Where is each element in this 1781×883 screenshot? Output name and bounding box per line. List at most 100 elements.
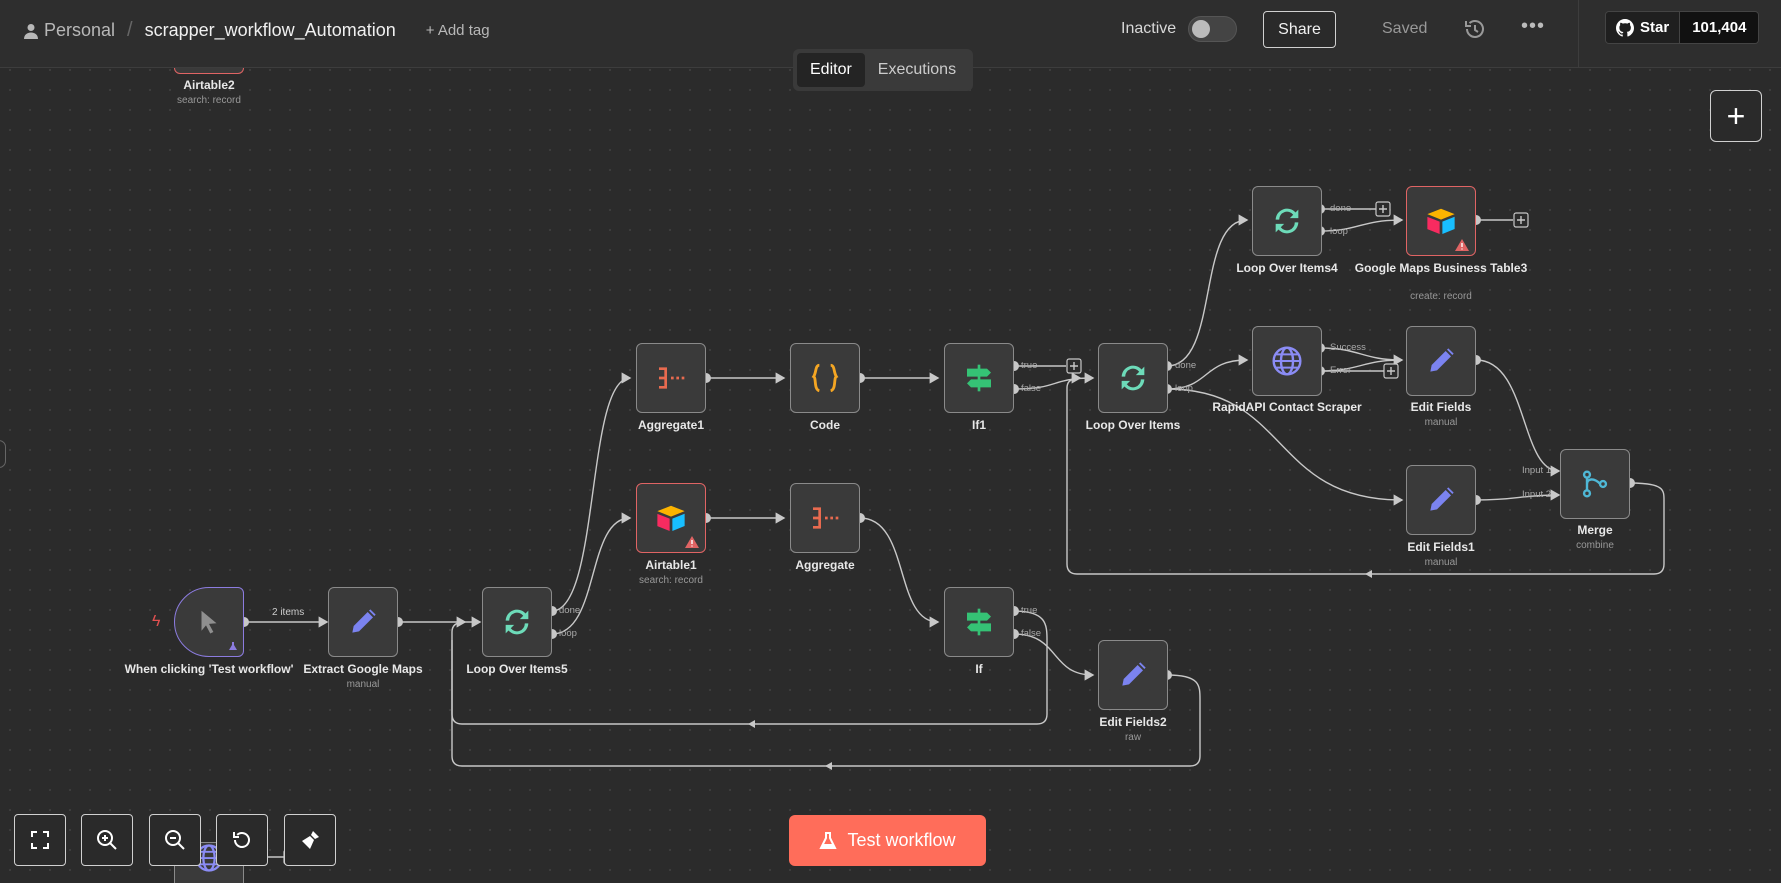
node-rapidapi-contact-scraper[interactable] bbox=[1252, 326, 1322, 396]
more-menu-button[interactable]: ••• bbox=[1521, 15, 1546, 37]
zoom-in-icon bbox=[97, 830, 117, 850]
tab-executions[interactable]: Executions bbox=[877, 61, 957, 78]
node-editfields2-subtitle: raw bbox=[1124, 732, 1142, 743]
edge-editfields-merge bbox=[1475, 359, 1561, 477]
loop-icon bbox=[1121, 365, 1145, 391]
node-aggregate1-label: Aggregate1 bbox=[637, 418, 705, 432]
node-airtable2-subtitle: search: record bbox=[177, 95, 241, 106]
add-tag-button[interactable]: + Add tag bbox=[425, 22, 490, 39]
node-loop-over-items4[interactable] bbox=[1252, 186, 1322, 256]
node-code[interactable] bbox=[790, 343, 860, 413]
node-trigger-label: When clicking 'Test workflow' bbox=[124, 662, 294, 676]
port-label-input2: Input 2 bbox=[1522, 489, 1552, 500]
github-star-widget[interactable]: Star 101,404 bbox=[1605, 11, 1760, 44]
loop-icon bbox=[505, 609, 529, 635]
node-editfields-subtitle: manual bbox=[1424, 417, 1458, 428]
loopback-arrow-2 bbox=[825, 762, 832, 770]
node-editfields2-label: Edit Fields2 bbox=[1099, 715, 1167, 729]
zoom-out-icon bbox=[165, 830, 185, 850]
node-gmaps3-label: Google Maps Business Table3 bbox=[1354, 261, 1528, 275]
node-extract-google-maps[interactable] bbox=[328, 587, 398, 657]
cursor-icon bbox=[201, 610, 217, 634]
zoom-out-button[interactable] bbox=[149, 814, 201, 866]
broom-icon bbox=[302, 831, 319, 849]
history-icon[interactable] bbox=[1463, 17, 1487, 41]
reset-zoom-button[interactable] bbox=[216, 814, 268, 866]
share-button[interactable]: Share bbox=[1263, 11, 1336, 48]
user-icon bbox=[24, 23, 38, 39]
node-if1[interactable] bbox=[944, 343, 1014, 413]
edge-loop-done-loop4 bbox=[1166, 214, 1249, 367]
edge-loop-loop-editfields1 bbox=[1166, 388, 1404, 506]
globe-icon bbox=[1272, 346, 1302, 376]
edge-editfields1-merge bbox=[1475, 489, 1561, 501]
edge-loop4-loop-gmaps bbox=[1319, 214, 1404, 232]
header-divider bbox=[1578, 0, 1579, 68]
test-workflow-label: Test workflow bbox=[847, 830, 956, 850]
reset-zoom-icon bbox=[233, 832, 250, 848]
view-tabs: Editor Executions bbox=[793, 49, 974, 91]
pencil-icon bbox=[352, 609, 376, 633]
signpost-icon bbox=[967, 364, 991, 392]
airtable-icon bbox=[657, 505, 685, 531]
node-gmaps3-subtitle: create: record bbox=[1410, 291, 1472, 302]
breadcrumb-separator: / bbox=[127, 19, 133, 41]
edge-loop-loop-rapidapi bbox=[1166, 354, 1249, 390]
node-airtable1[interactable] bbox=[636, 483, 706, 553]
node-trigger[interactable] bbox=[174, 587, 244, 657]
saved-label: Saved bbox=[1382, 20, 1428, 37]
edge-if-false-editfields2 bbox=[1013, 633, 1095, 681]
port-label-loop: loop bbox=[1175, 383, 1193, 394]
node-edit-fields2[interactable] bbox=[1098, 640, 1168, 710]
node-if1-label: If1 bbox=[971, 418, 986, 432]
tidy-up-button[interactable] bbox=[284, 814, 336, 866]
node-merge[interactable] bbox=[1560, 449, 1630, 519]
edge-editfields2-loopback bbox=[451, 640, 1201, 767]
active-toggle[interactable] bbox=[1188, 16, 1237, 42]
loopback-arrow-1 bbox=[748, 720, 755, 728]
expand-icon bbox=[31, 831, 49, 849]
aggregate-icon bbox=[659, 367, 685, 389]
warning-icon bbox=[685, 536, 699, 548]
port-label-done: done bbox=[1175, 360, 1197, 371]
node-loop-over-items5[interactable] bbox=[482, 587, 552, 657]
warning-icon bbox=[1455, 239, 1469, 251]
node-google-maps-business-table3[interactable] bbox=[1406, 186, 1476, 256]
node-aggregate[interactable] bbox=[790, 483, 860, 553]
zoom-in-button[interactable] bbox=[81, 814, 133, 866]
loop-icon bbox=[1275, 208, 1299, 234]
port-label-success: Success bbox=[1330, 342, 1366, 353]
tab-editor[interactable]: Editor bbox=[797, 53, 865, 87]
flask-icon bbox=[819, 831, 838, 849]
node-aggregate1[interactable] bbox=[636, 343, 706, 413]
port-label-loop: loop bbox=[1330, 226, 1348, 237]
fit-view-button[interactable] bbox=[14, 814, 66, 866]
node-loop4-label: Loop Over Items4 bbox=[1236, 261, 1338, 275]
node-extract-subtitle: manual bbox=[346, 679, 380, 690]
node-editfields1-label: Edit Fields1 bbox=[1407, 540, 1475, 554]
node-rapidapi-label: RapidAPI Contact Scraper bbox=[1212, 400, 1362, 414]
left-panel-handle[interactable] bbox=[0, 440, 6, 468]
port-label-false: false bbox=[1021, 628, 1042, 639]
github-star-button[interactable]: Star bbox=[1606, 12, 1680, 43]
node-loop-over-items[interactable] bbox=[1098, 343, 1168, 413]
node-loop5-label: Loop Over Items5 bbox=[466, 662, 568, 676]
port-label-true: true bbox=[1021, 605, 1038, 616]
node-loop-label: Loop Over Items bbox=[1085, 418, 1181, 432]
loopback-arrow-3 bbox=[1365, 570, 1372, 578]
toggle-knob bbox=[1192, 20, 1210, 38]
node-edit-fields[interactable] bbox=[1406, 326, 1476, 396]
merge-icon bbox=[1582, 470, 1608, 498]
test-workflow-button[interactable]: Test workflow bbox=[789, 815, 986, 866]
workflow-name[interactable]: scrapper_workflow_Automation bbox=[144, 20, 396, 40]
pencil-icon bbox=[1430, 348, 1454, 372]
node-if[interactable] bbox=[944, 587, 1014, 657]
port-label-error: Error bbox=[1330, 365, 1352, 376]
port-label-done: done bbox=[1330, 203, 1352, 214]
node-editfields1-subtitle: manual bbox=[1424, 557, 1458, 568]
add-node-button[interactable]: + bbox=[1710, 90, 1762, 142]
node-edit-fields1[interactable] bbox=[1406, 465, 1476, 535]
github-star-count: 101,404 bbox=[1679, 12, 1759, 43]
breadcrumb-personal[interactable]: Personal bbox=[24, 20, 115, 41]
